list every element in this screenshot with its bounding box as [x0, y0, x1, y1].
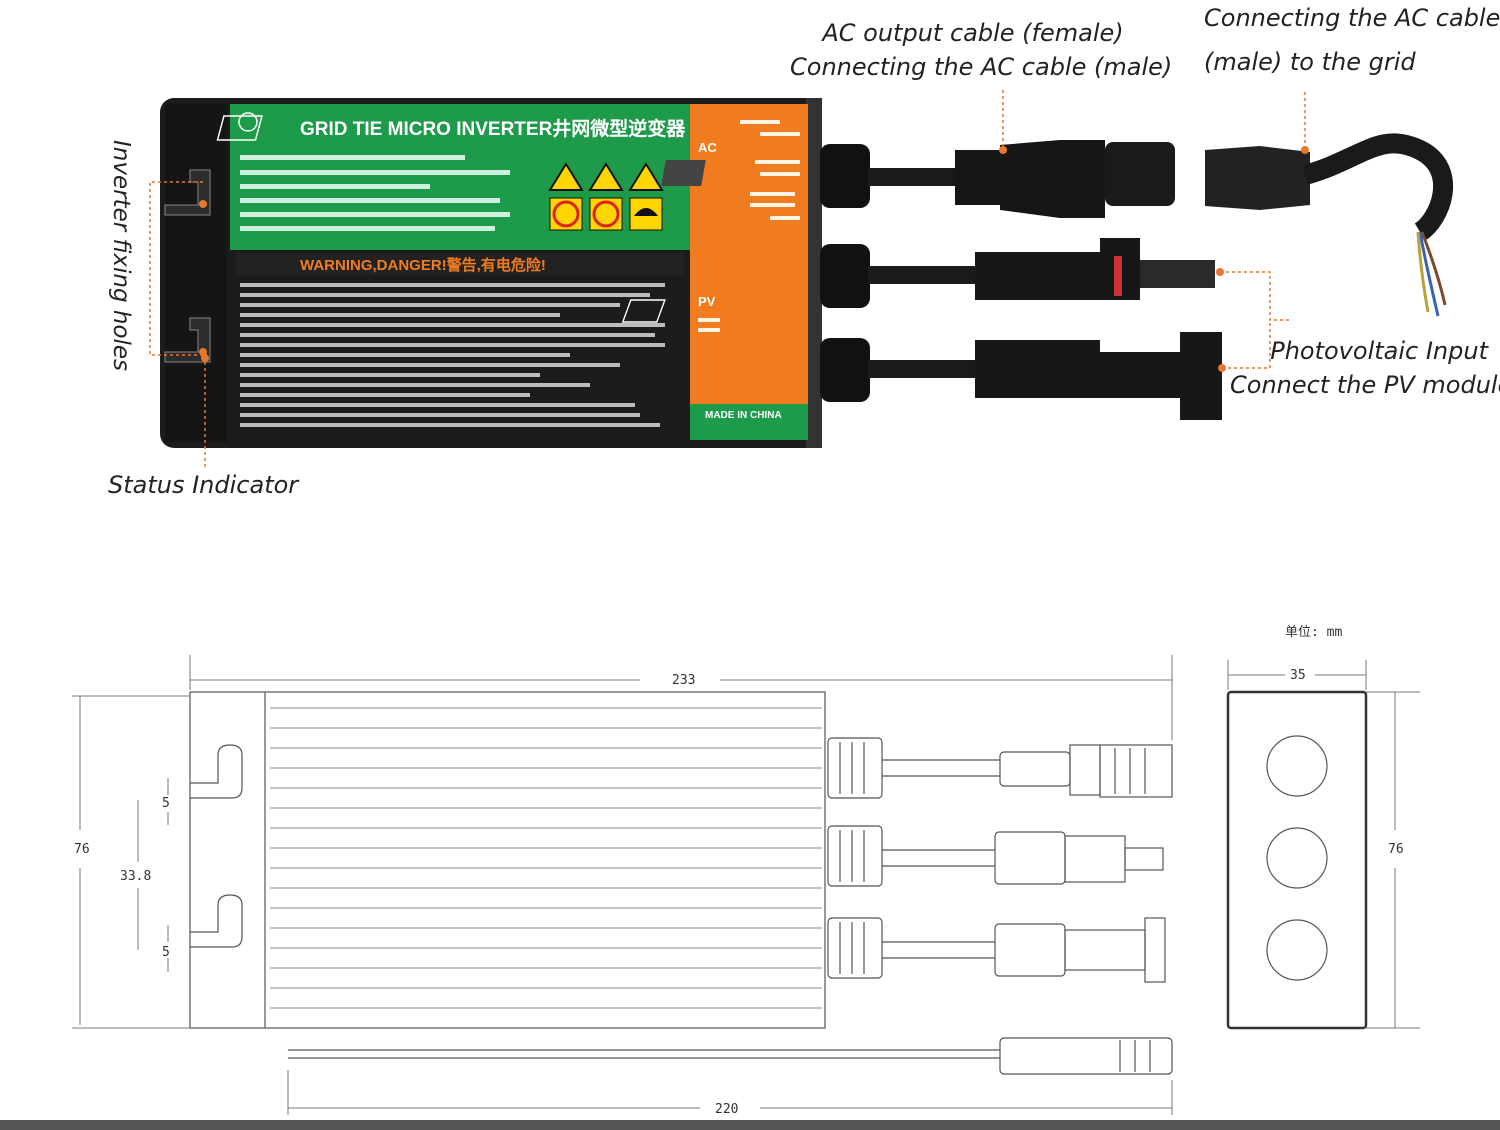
hazard-icons	[548, 162, 664, 231]
dim-cable-length: 220	[715, 1102, 738, 1117]
callout-pv-input-line1: Photovoltaic Input	[1270, 337, 1488, 365]
label-made-in	[690, 404, 808, 440]
callout-ac-grid: Connecting the AC cable (male) to the gr…	[1204, 0, 1500, 84]
mounting-flange	[165, 104, 227, 442]
label-title: GRID TIE MICRO INVERTER井网微型逆变器	[300, 117, 686, 140]
ac-connector-graphic	[661, 160, 706, 186]
orange-lines	[698, 120, 800, 332]
pv-panel-graphic	[621, 299, 666, 323]
warning-text: WARNING,DANGER!警告,有电危险!	[300, 256, 546, 274]
ac-wire-brown	[1420, 231, 1447, 306]
fixing-hole-bottom	[164, 317, 211, 363]
ac-grid-cable	[1302, 133, 1454, 241]
warning-lines	[240, 283, 665, 427]
drawing-side-port-1	[1266, 735, 1328, 797]
dim-length-body: 233	[672, 673, 695, 688]
pv-connector-bottom	[975, 332, 1222, 420]
dim-unit: 单位: mm	[1285, 625, 1342, 640]
solar-panel-icon	[216, 115, 263, 141]
callout-ac-output: AC output cable (female) Connecting the …	[790, 16, 1173, 84]
pv-cable-top	[868, 266, 978, 284]
drawing-pv-connector-bottom	[994, 923, 1066, 977]
pv-cable-bottom	[868, 360, 978, 378]
ac-connector-body	[1105, 142, 1175, 206]
drawing-slot-bottom	[190, 894, 243, 948]
ac-connector-male	[1205, 146, 1310, 210]
fixing-hole-top	[164, 169, 211, 216]
made-in-text: MADE IN CHINA	[705, 410, 782, 421]
callout-pv-input: Photovoltaic Input Connect the PV module	[1230, 334, 1500, 402]
spec-lines	[240, 155, 510, 231]
callout-leaders	[149, 90, 1306, 470]
callout-ac-output-line2: Connecting the AC cable (male)	[790, 53, 1173, 81]
callout-fixing-holes: Inverter fixing holes	[100, 140, 140, 372]
pv-connector-top	[975, 238, 1140, 300]
dim-height-body: 76	[74, 842, 90, 857]
drawing-side-view	[1226, 690, 1368, 1030]
inverter-body-edge	[806, 98, 822, 448]
drawing-grid-connector	[999, 1037, 1173, 1075]
technical-drawing: 单位: mm 233 76 5 33.8 5 35 76 220	[72, 625, 1420, 1117]
dim-hole-pitch: 33.8	[120, 869, 151, 884]
drawing-glands	[827, 737, 883, 979]
dim-side-width: 35	[1290, 668, 1306, 683]
bottom-edge-bar	[0, 1120, 1500, 1130]
ac-cable	[868, 168, 958, 186]
callout-ac-grid-line1: Connecting the AC cable	[1204, 4, 1500, 32]
pv-connector-top-ring	[1114, 256, 1122, 296]
dim-side-height: 76	[1388, 842, 1404, 857]
drawing-fins	[270, 707, 822, 1009]
callout-fixing-holes-text: Inverter fixing holes	[108, 140, 134, 372]
pv-connector-top-pin	[1140, 260, 1215, 288]
label-ac: AC	[698, 140, 717, 155]
dim-hole-gap-2: 5	[162, 945, 170, 960]
warning-header	[236, 253, 684, 275]
drawing-ac-connector	[999, 751, 1071, 787]
callout-ac-grid-line2: (male) to the grid	[1204, 48, 1416, 76]
label-orange	[690, 104, 808, 404]
cable-glands	[820, 144, 870, 402]
drawing-slot-top	[190, 744, 243, 799]
inverter-photo: GRID TIE MICRO INVERTER井网微型逆变器 WARNING,D…	[149, 90, 1454, 470]
callout-pv-input-line2: Connect the PV module	[1230, 371, 1500, 399]
ac-connector-female	[955, 140, 1105, 218]
drawing-side-port-3	[1266, 919, 1328, 981]
ac-wire-blue	[1418, 231, 1440, 317]
drawing-body	[189, 691, 826, 1029]
ac-wire-yellow	[1416, 231, 1430, 313]
label-pv: PV	[698, 294, 716, 309]
callout-status-indicator: Status Indicator	[108, 471, 299, 499]
callout-dots	[199, 146, 1309, 372]
sun-icon	[238, 112, 258, 132]
drawing-pv-connector-top	[994, 831, 1066, 885]
dim-hole-gap: 5	[162, 796, 170, 811]
callout-ac-output-line1: AC output cable (female)	[822, 19, 1124, 47]
drawing-side-port-2	[1266, 827, 1328, 889]
